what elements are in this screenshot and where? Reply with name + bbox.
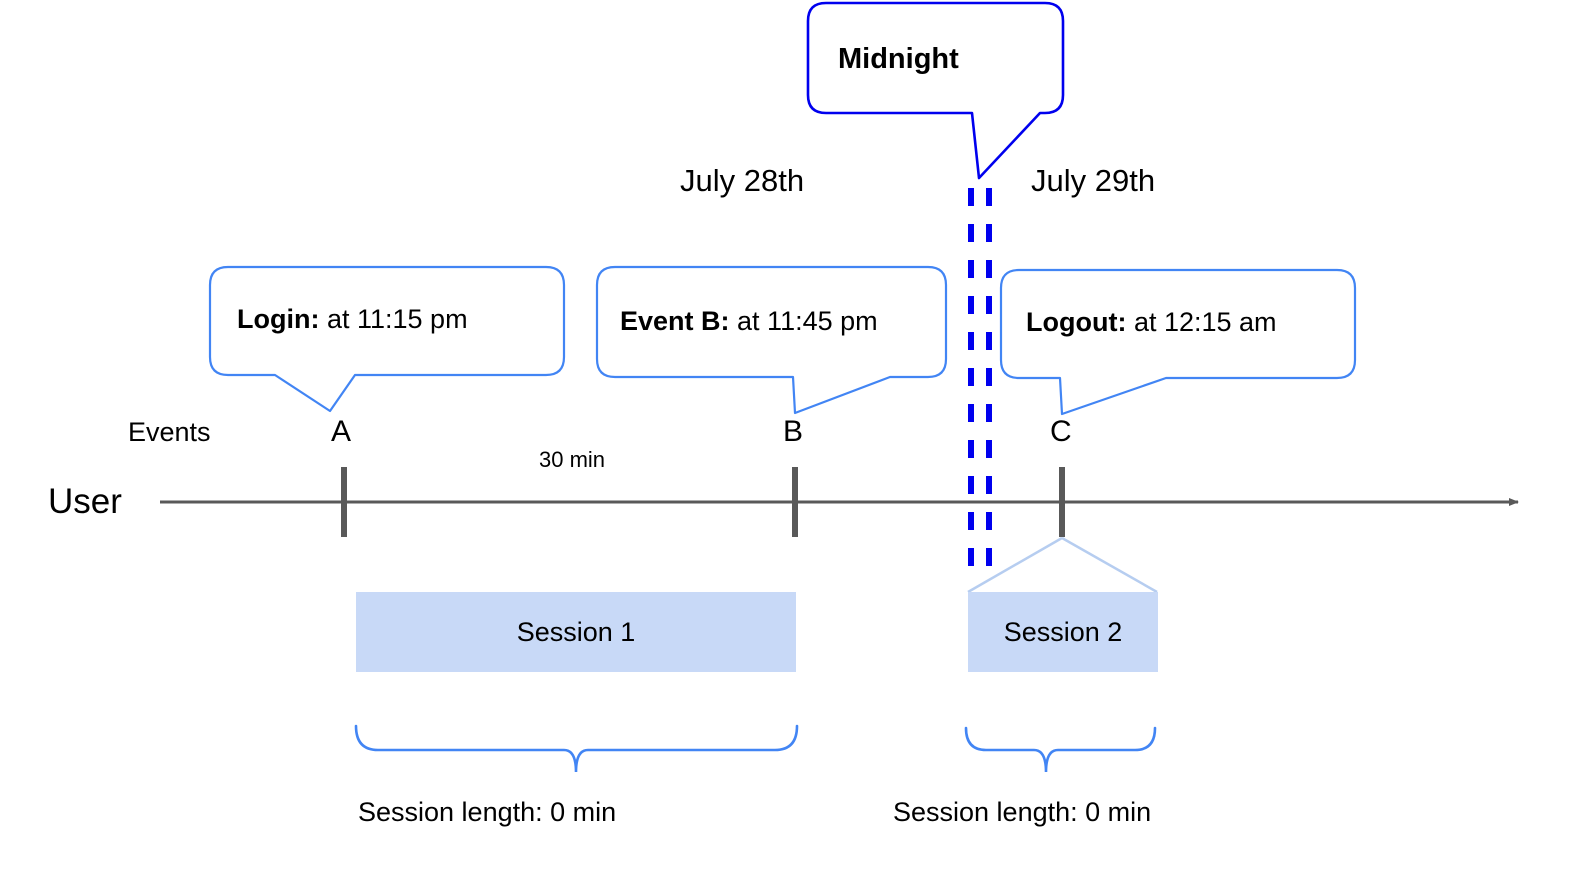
login-callout-bold: Login:: [237, 304, 320, 334]
session2-brace: [964, 726, 1157, 773]
midnight-dashed-line: [968, 188, 992, 578]
date-label-july-28: July 28th: [680, 163, 805, 198]
midnight-callout-shape[interactable]: [806, 1, 1065, 180]
session-box-1-label: Session 1: [516, 616, 636, 647]
session1-brace: [354, 724, 799, 773]
date-label-july-29: July 29th: [1031, 163, 1156, 198]
midnight-label: Midnight: [838, 43, 959, 75]
session-box-2-label: Session 2: [1003, 616, 1123, 647]
eventb-callout-text: Event B: at 11:45 pm: [620, 308, 878, 335]
login-callout-shape[interactable]: [208, 265, 566, 413]
event-marker-label-c: C: [1050, 415, 1072, 448]
login-callout-rest: at 11:15 pm: [319, 304, 468, 334]
session-box-1[interactable]: Session 1: [356, 592, 796, 672]
session-box-2[interactable]: Session 2: [968, 592, 1158, 672]
eventb-callout-shape[interactable]: [595, 265, 948, 415]
event-marker-label-b: B: [783, 415, 804, 448]
event-marker-label-a: A: [331, 415, 352, 448]
session-1-length-label: Session length: 0 min: [358, 797, 617, 827]
eventb-callout-rest: at 11:45 pm: [729, 306, 878, 336]
session-2-length-label: Session length: 0 min: [893, 797, 1152, 827]
session2-connector: [967, 536, 1158, 594]
user-row-label: User: [48, 482, 122, 521]
events-row-label: Events: [128, 417, 211, 447]
logout-callout-text: Logout: at 12:15 am: [1026, 309, 1277, 336]
logout-callout-rest: at 12:15 am: [1126, 307, 1277, 337]
eventb-callout-bold: Event B:: [620, 306, 730, 336]
logout-callout-shape[interactable]: [999, 268, 1357, 416]
gap-duration-label: 30 min: [539, 447, 606, 472]
login-callout-text: Login: at 11:15 pm: [237, 306, 468, 333]
logout-callout-bold: Logout:: [1026, 307, 1127, 337]
